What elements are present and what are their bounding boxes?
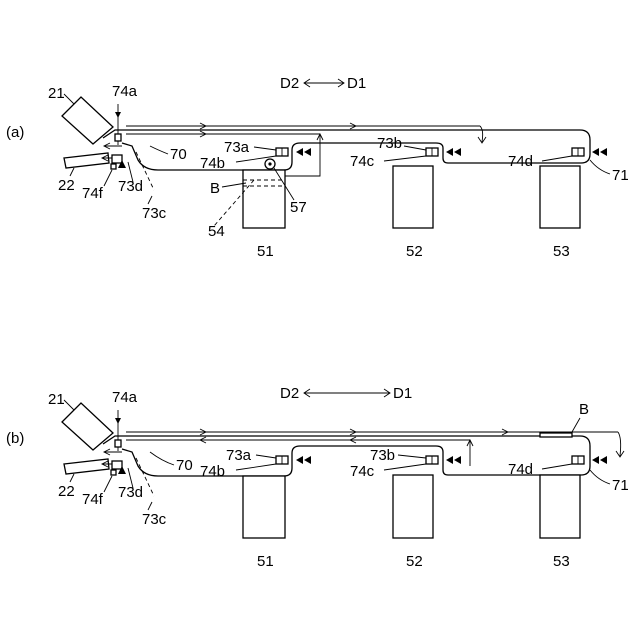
sensor-74a-b bbox=[115, 410, 121, 451]
tray-53 bbox=[540, 166, 580, 228]
sheet-B-b bbox=[540, 433, 572, 437]
direction-double-arrow-b bbox=[304, 389, 390, 397]
tray-51-label-b: 51 bbox=[257, 553, 274, 570]
sensor-74c-label-b: 74c bbox=[350, 463, 375, 480]
sensor-74b-b bbox=[276, 456, 311, 464]
sheet-B-label-b: B bbox=[579, 401, 589, 418]
panel-b: (b) D2 D1 21 22 bbox=[6, 385, 629, 570]
tray-51-label: 51 bbox=[257, 243, 274, 260]
sensor-74f-b bbox=[111, 461, 126, 475]
branch-73a-label: 73a bbox=[224, 139, 250, 156]
path-70-label-b: 70 bbox=[176, 457, 193, 474]
sensor-74c-label: 74c bbox=[350, 153, 375, 170]
sensor-74f-label: 74f bbox=[82, 185, 104, 202]
tray-52-label-b: 52 bbox=[406, 553, 423, 570]
branch-73b-label-b: 73b bbox=[370, 447, 395, 464]
sheet-B-label: B bbox=[210, 180, 220, 197]
sensor-74a-label: 74a bbox=[112, 83, 138, 100]
sensor-74d-label-b: 74d bbox=[508, 461, 533, 478]
tray-53-label: 53 bbox=[553, 243, 570, 260]
branch-73b-label: 73b bbox=[377, 135, 402, 152]
branch-73d-label-b: 73d bbox=[118, 484, 143, 501]
direction-d1-label-b: D1 bbox=[393, 385, 412, 402]
sensor-74f-label-b: 74f bbox=[82, 491, 104, 508]
path-71-label: 71 bbox=[612, 167, 629, 184]
guide-54-label: 54 bbox=[208, 223, 225, 240]
panel-a: (a) D2 D1 21 22 bbox=[6, 75, 629, 260]
sensor-74b-label-b: 74b bbox=[200, 463, 225, 480]
sensor-74d-label: 74d bbox=[508, 153, 533, 170]
branch-73a-label-b: 73a bbox=[226, 447, 252, 464]
tray-52-label: 52 bbox=[406, 243, 423, 260]
cassette-22-label: 22 bbox=[58, 177, 75, 194]
path-71-label-b: 71 bbox=[612, 477, 629, 494]
cassette-21-label: 21 bbox=[48, 85, 65, 102]
tray-52 bbox=[393, 166, 433, 228]
direction-double-arrow bbox=[304, 79, 344, 87]
sensor-74f bbox=[111, 155, 126, 169]
direction-d2-label: D2 bbox=[280, 75, 299, 92]
cassette-21-label-b: 21 bbox=[48, 391, 65, 408]
tray-51-b bbox=[243, 476, 285, 538]
cassette-22-b bbox=[64, 459, 109, 474]
branch-73d-label: 73d bbox=[118, 178, 143, 195]
sensor-74a-label-b: 74a bbox=[112, 389, 138, 406]
roller-57-label: 57 bbox=[290, 199, 307, 216]
sensor-74a bbox=[115, 104, 121, 145]
tray-53-label-b: 53 bbox=[553, 553, 570, 570]
sensor-74b bbox=[276, 148, 311, 156]
path-70-label: 70 bbox=[170, 146, 187, 163]
branch-73c-label-b: 73c bbox=[142, 511, 167, 528]
tray-53-b bbox=[540, 475, 580, 538]
tray-52-b bbox=[393, 475, 433, 538]
sensor-74b-label: 74b bbox=[200, 155, 225, 172]
direction-d2-label-b: D2 bbox=[280, 385, 299, 402]
branch-73c-label: 73c bbox=[142, 205, 167, 222]
panel-a-label: (a) bbox=[6, 124, 24, 141]
direction-d1-label: D1 bbox=[347, 75, 366, 92]
cassette-22 bbox=[64, 153, 109, 168]
cassette-22-label-b: 22 bbox=[58, 483, 75, 500]
panel-b-label: (b) bbox=[6, 430, 24, 447]
